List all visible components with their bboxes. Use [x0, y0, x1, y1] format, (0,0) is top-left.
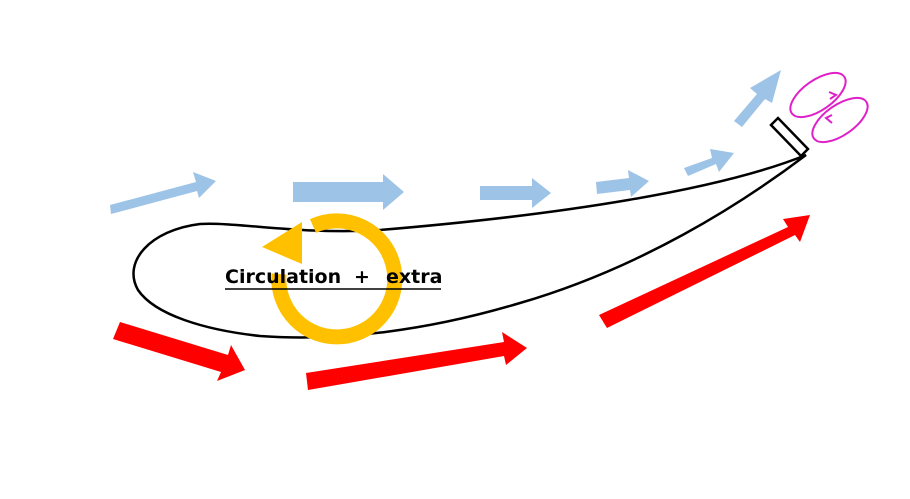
lower-flow-arrow-1 [113, 322, 245, 381]
trailing-edge-flap [769, 116, 810, 158]
circulation-arrowhead [262, 222, 302, 264]
lower-flow-arrows [113, 215, 810, 390]
vortex-loop-upper [789, 71, 847, 119]
upper-flow-arrow-4 [596, 170, 649, 197]
upper-flow-arrow-1 [110, 172, 216, 214]
lower-flow-arrow-3 [599, 215, 810, 328]
upper-flow-arrow-6 [734, 70, 781, 127]
circulation-arrow [262, 213, 403, 345]
vortex-loop-lower [811, 96, 869, 144]
lower-flow-arrow-2 [306, 332, 527, 390]
vortex-arrowhead-lower [824, 114, 833, 124]
circulation-label: Circulation + extra [225, 266, 442, 290]
circulation-arc [271, 213, 403, 345]
upper-flow-arrow-3 [480, 178, 551, 208]
vortex-arrowhead-upper [828, 91, 839, 100]
label-plus: + [354, 266, 370, 288]
label-circulation: Circulation [225, 266, 341, 288]
label-extra: extra [386, 266, 442, 288]
upper-flow-arrow-5 [684, 149, 734, 176]
upper-flow-arrow-2 [293, 174, 404, 210]
airfoil-outline [132, 153, 807, 339]
upper-flow-arrows [110, 70, 781, 214]
tip-vortex [789, 71, 869, 144]
